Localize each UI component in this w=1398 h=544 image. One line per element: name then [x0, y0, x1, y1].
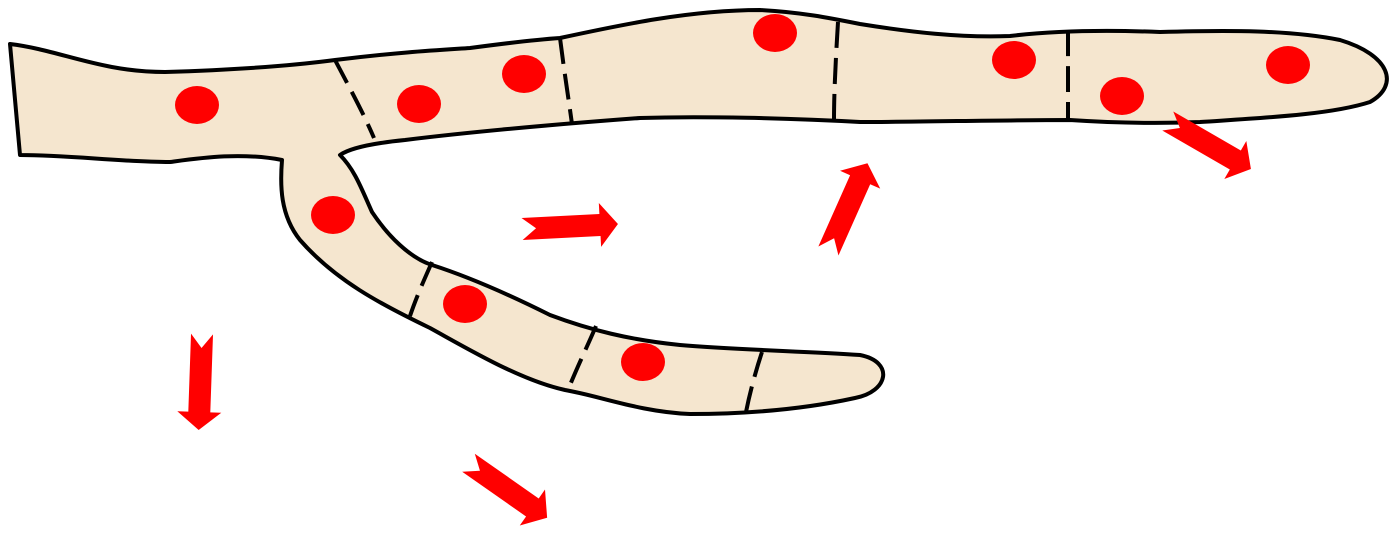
nucleus [992, 41, 1036, 79]
nucleus [502, 55, 546, 93]
nucleus [621, 343, 665, 381]
hypha-outline [10, 10, 1387, 414]
nucleus [1266, 46, 1310, 84]
nucleus [443, 285, 487, 323]
arrow-bottom-diagonal [456, 445, 560, 536]
nucleus [311, 196, 355, 234]
arrow-down-left [177, 333, 224, 430]
nucleus [753, 14, 797, 52]
nucleus [1100, 77, 1144, 115]
arrow-up-diagonal [808, 154, 887, 260]
nucleus [175, 86, 219, 124]
arrow-center-right [521, 202, 619, 251]
nucleus [397, 85, 441, 123]
